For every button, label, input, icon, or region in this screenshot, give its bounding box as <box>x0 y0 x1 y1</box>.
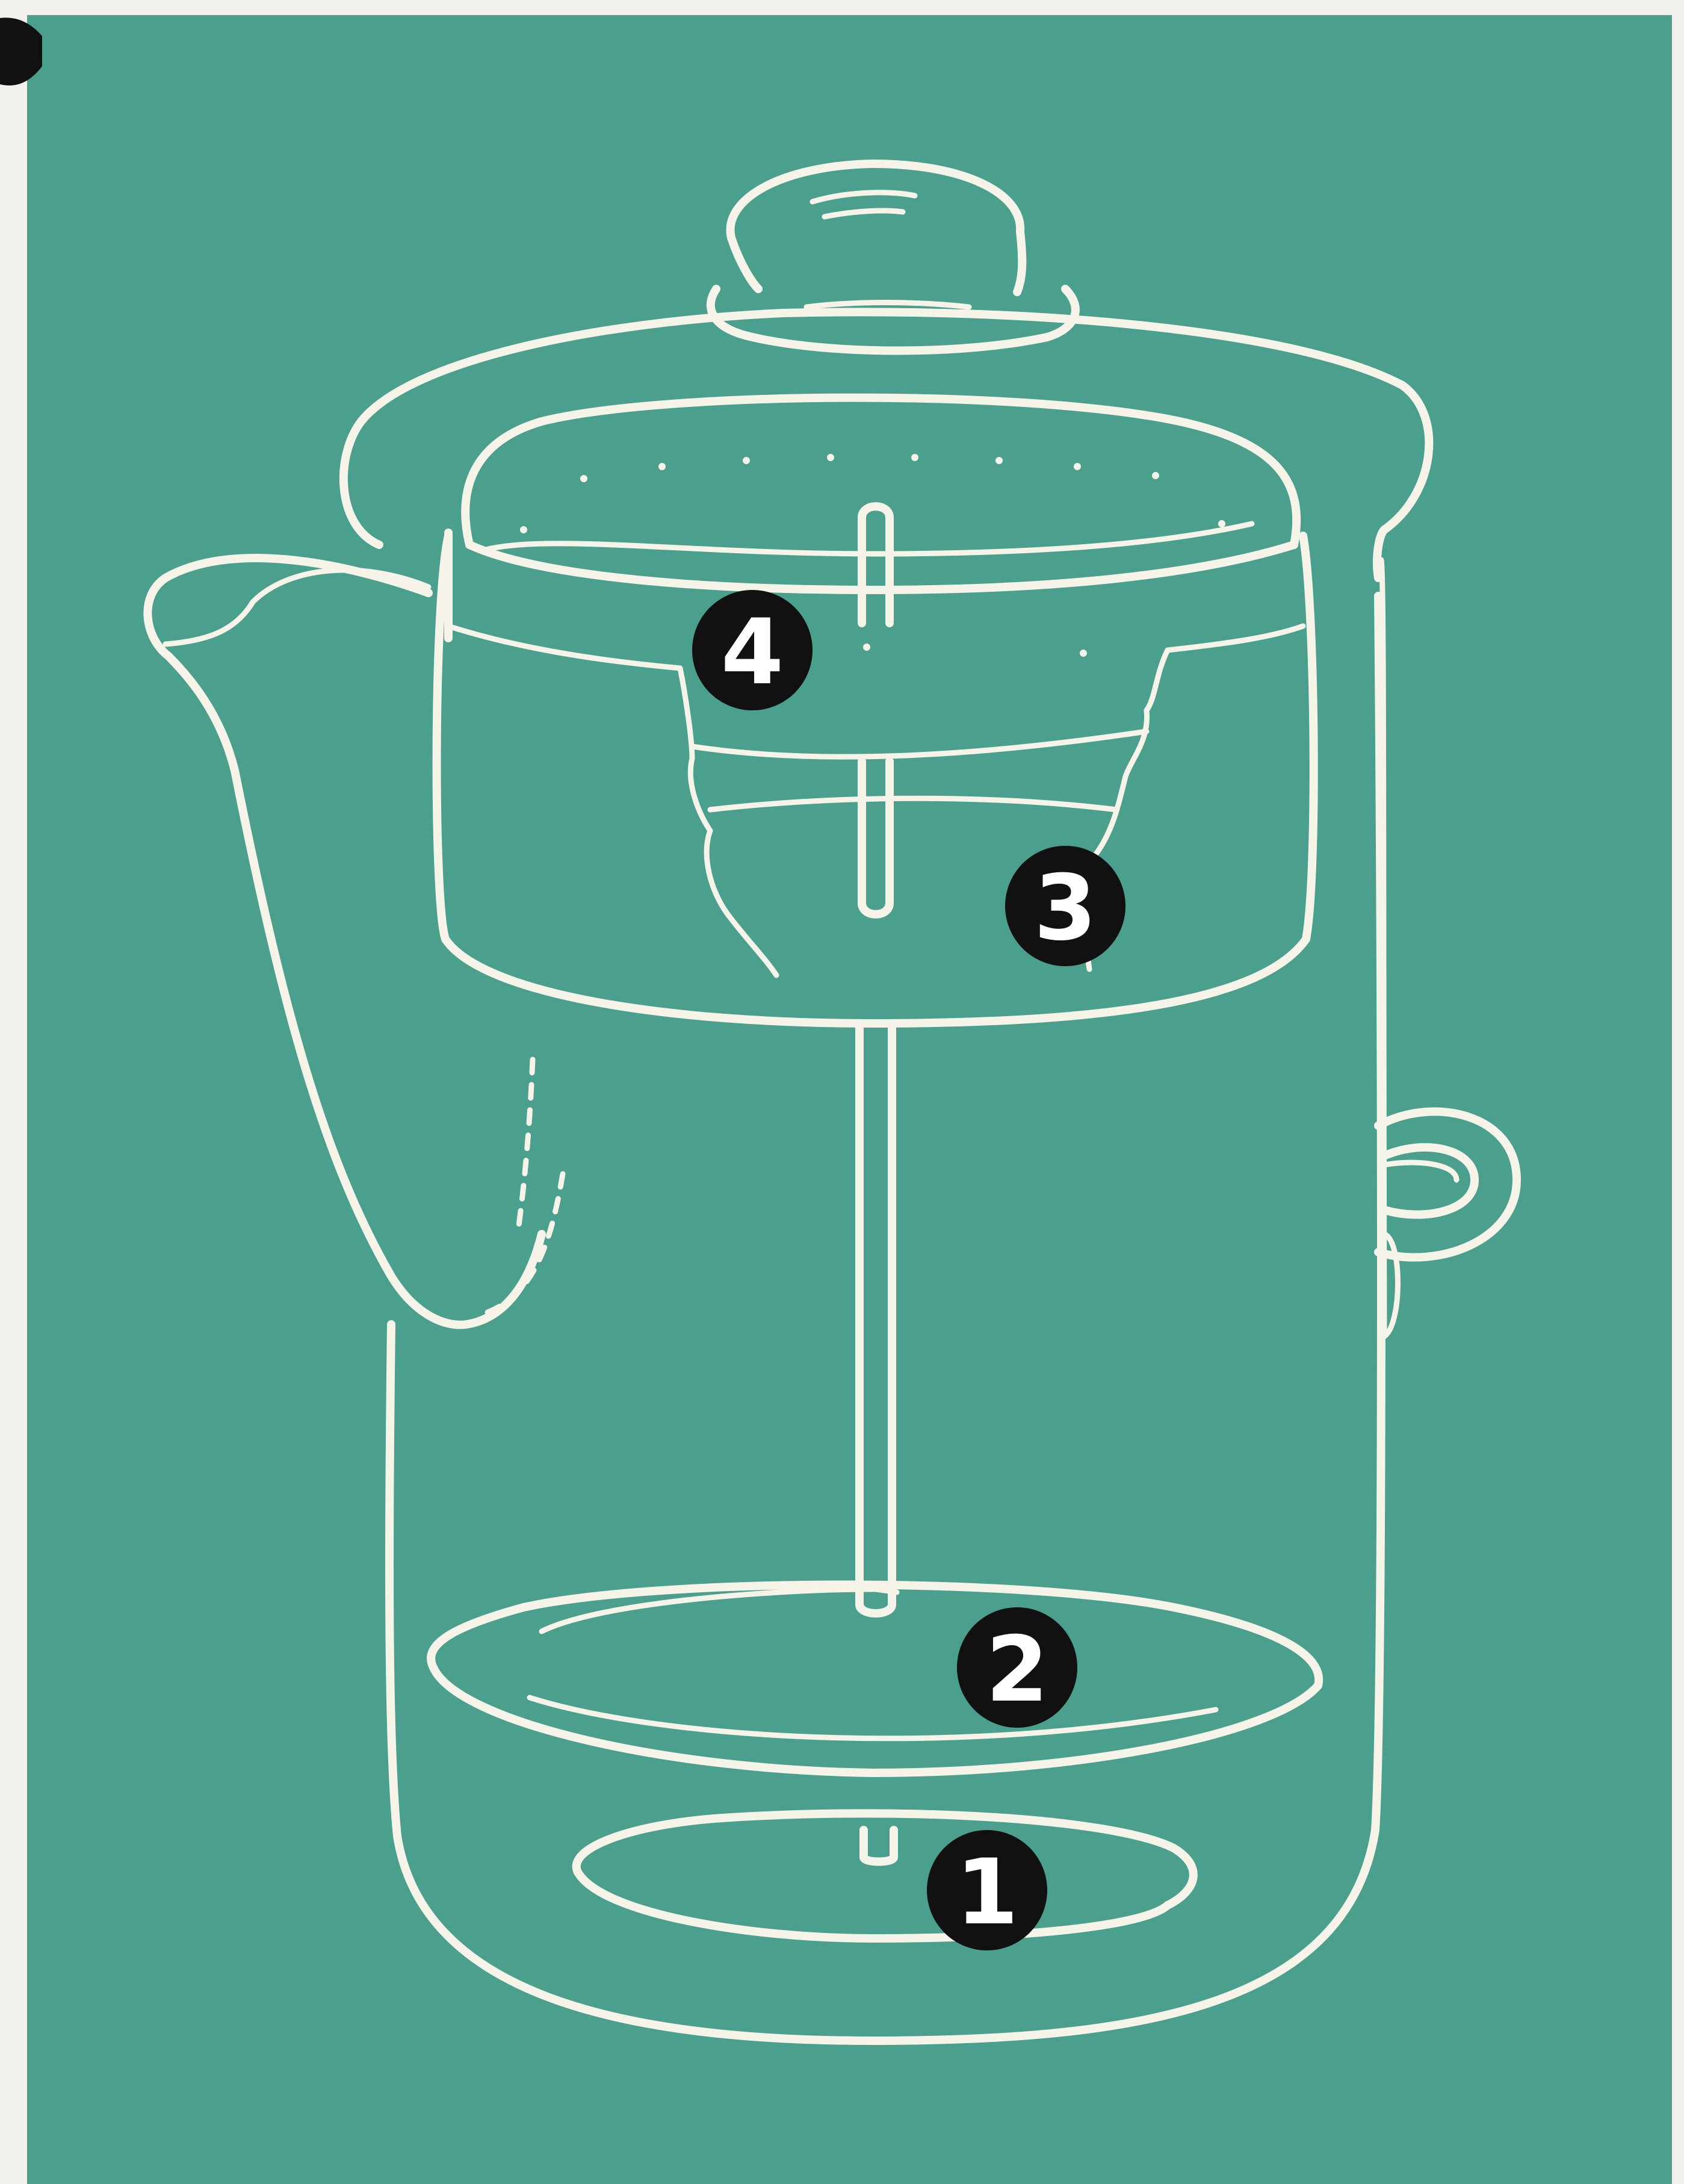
callout-2: 2 <box>957 1607 1077 1728</box>
callout-1-label: 1 <box>956 1840 1018 1945</box>
callout-4-label: 4 <box>721 600 784 705</box>
callout-2-label: 2 <box>986 1618 1048 1722</box>
callout-3-label: 3 <box>1034 856 1097 961</box>
callout-1: 1 <box>927 1830 1047 1950</box>
callout-4: 4 <box>692 590 813 710</box>
callout-3: 3 <box>1005 846 1125 966</box>
teal-card-background <box>27 15 1672 2184</box>
